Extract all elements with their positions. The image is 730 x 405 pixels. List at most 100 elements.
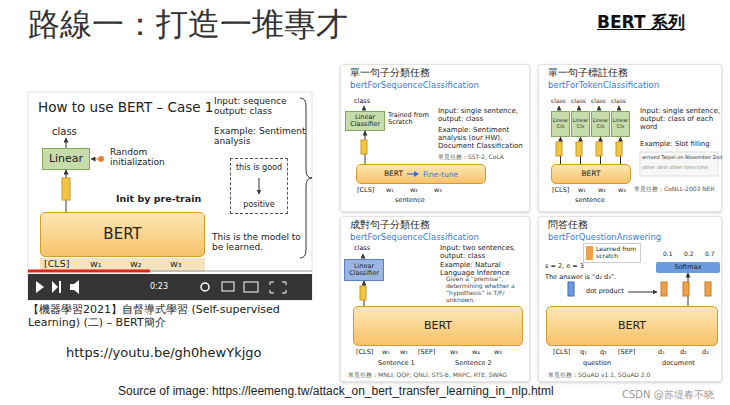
video-frame	[28, 92, 312, 300]
text-label: w₁	[382, 349, 390, 356]
text-label: 0:23	[150, 282, 168, 291]
fine-tune-arrow-line	[407, 173, 415, 174]
text-label: Input: sequence output: class	[214, 96, 306, 117]
bert-box: BERT Fine-tune	[356, 164, 486, 184]
token-band	[40, 258, 205, 272]
node-text: 單一句子標註任務	[548, 68, 712, 79]
text-label: class	[551, 98, 566, 105]
fine-tune-arrow	[407, 171, 419, 177]
theater-icon	[244, 282, 258, 292]
text-label: [CLS]	[553, 349, 570, 356]
text-label: d₁	[658, 349, 665, 356]
node-text: Linear Cls	[552, 118, 569, 130]
node-text: BERT	[581, 170, 600, 179]
text-label: [CLS]	[552, 187, 569, 194]
node-text: BERT	[618, 320, 646, 333]
text-label: w₁	[578, 187, 586, 194]
text-label: w₂	[410, 187, 418, 194]
linear-box: Linear Classifier	[345, 111, 385, 131]
bert-box: BERT	[551, 164, 631, 184]
text-label: class	[571, 98, 586, 105]
text-label: Given a “premise”, determining whether a…	[446, 276, 526, 304]
text-label: w₃	[434, 187, 442, 194]
text-label: 常見任務：SST-2, CoLA	[438, 154, 504, 161]
linear-box: Linear	[42, 148, 90, 170]
text-label: 常見任務：SQuAD v1.1, SQuAD 2.0	[548, 372, 650, 379]
text-label: class	[354, 245, 370, 252]
text-label: Example: Natural Language Inference	[440, 261, 526, 277]
node-text: Linear Classifier	[346, 114, 384, 129]
linear-box: Linear Cls	[551, 111, 570, 137]
fine-tune-arrow-head	[414, 171, 419, 177]
text-label: CSDN @苏堤春不晓	[622, 389, 714, 401]
bert-box: BERT	[353, 306, 523, 346]
text-label: d₃	[702, 349, 709, 356]
text-label: Random initialization	[110, 147, 185, 168]
text-label: Example: Slot filling	[640, 140, 710, 148]
node-text: this is good	[236, 163, 282, 172]
text-label: https://youtu.be/gh0hewYkjgo	[66, 346, 262, 361]
text-label: other dest other time time	[642, 165, 708, 171]
text-label: sentence	[395, 197, 425, 204]
text-label: w₅	[494, 349, 502, 356]
text-label: w₃	[618, 187, 626, 194]
linear-box: Linear Cls	[591, 111, 610, 137]
node-text: BERT	[424, 320, 452, 333]
text-label: Input: single sentence, output: class of…	[640, 107, 720, 131]
node-text: Linear	[49, 153, 83, 166]
text-label: w₁	[386, 187, 394, 194]
progress-rest	[150, 270, 312, 272]
text-label: 0.2	[684, 251, 694, 258]
node-text: Softmax	[675, 264, 702, 271]
connector-arrow	[66, 170, 67, 212]
text-label: How to use BERT – Case 1	[38, 100, 213, 116]
bert-box: BERT	[546, 306, 718, 346]
text-label: w₂	[130, 259, 142, 270]
text-label: class	[354, 98, 370, 105]
video-controls	[28, 274, 312, 300]
node-text: bertForSequenceClassification	[350, 233, 520, 243]
node-text: 成對句子分類任務	[350, 220, 520, 231]
node-text: bertForQuestionAnswering	[548, 233, 712, 243]
text-label: [CLS]	[356, 349, 373, 356]
text-label: dot product	[586, 288, 624, 295]
text-label: arrived Taipei on November 2nd	[642, 155, 722, 161]
next-icon	[52, 281, 58, 293]
text-label: d₂	[680, 349, 687, 356]
node-text: Fine-tune	[423, 171, 458, 180]
node-text: BERT	[384, 170, 403, 179]
fullscreen-icon	[270, 282, 286, 293]
linear-box: Linear Cls	[571, 111, 590, 137]
text-label: Example: Sentiment analysis	[214, 126, 306, 147]
text-label: 常見任務：CoNLL-2003 NER	[634, 186, 715, 193]
cls-vector	[62, 178, 70, 200]
volume-icon	[70, 280, 79, 294]
text-label: 0.7	[705, 251, 715, 258]
text-label: 【機器學習2021】自督導式學習 (Self-supervised Learni…	[28, 304, 318, 329]
text-label: w₁	[90, 259, 102, 270]
text-label: class	[591, 98, 606, 105]
text-label: question	[583, 360, 611, 367]
text-label: q₂	[600, 349, 607, 356]
text-label: The answer is “d₂ d₃”.	[545, 274, 616, 281]
text-label: w₄	[472, 349, 480, 356]
node-text: positive	[243, 200, 274, 209]
text-label: [SEP]	[618, 349, 635, 356]
task-panel: 問答任務 bertForQuestionAnsweringSoftmaxBERT	[538, 216, 722, 382]
text-label: Example: Sentiment analysis (our HW), Do…	[438, 126, 528, 150]
node-text: 問答任務	[548, 220, 712, 231]
node-text: BERT	[103, 226, 141, 243]
brace	[300, 98, 312, 258]
text-label: class	[611, 98, 626, 105]
init-dot	[98, 156, 104, 162]
node-text: Linear Classifier	[345, 263, 383, 278]
text-label: BERT 系列	[597, 13, 685, 33]
text-label: Sentence 2	[455, 360, 492, 367]
text-label: sentence	[575, 197, 605, 204]
output-arrow	[66, 138, 67, 148]
node-text: 單一句子分類任務	[350, 68, 520, 79]
node-text: bertForSequenceClassification	[350, 81, 520, 91]
node-text: Linear Cls	[572, 118, 589, 130]
text-label: w₃	[450, 349, 458, 356]
